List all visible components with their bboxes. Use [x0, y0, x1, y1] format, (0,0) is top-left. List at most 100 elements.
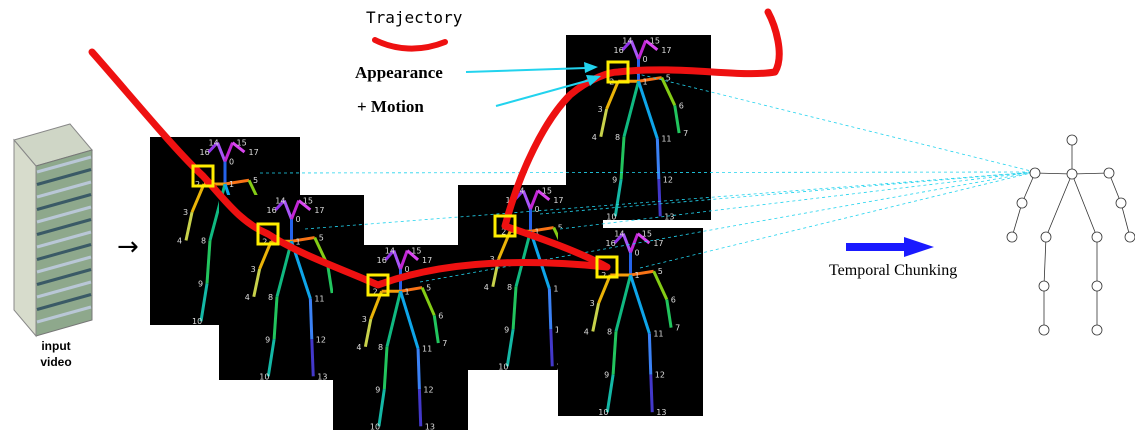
joint-number: 3 [183, 208, 188, 217]
skeleton-node [1066, 168, 1078, 180]
input-arrow-icon: → [117, 232, 139, 262]
joint-number: 10 [259, 372, 269, 381]
skeleton-bone [660, 76, 677, 106]
skeleton-bone [363, 318, 373, 348]
skeleton-bone [647, 333, 653, 375]
joint-number: 9 [375, 385, 380, 394]
joint-number: 1 [635, 271, 640, 280]
skeleton-bone [399, 290, 420, 350]
skeleton-bone [605, 374, 615, 413]
joint-number: 7 [675, 324, 680, 333]
skeleton-bone [505, 329, 515, 367]
skeleton-node [1038, 280, 1050, 292]
skeleton-bone [406, 249, 420, 261]
skeleton-bone [420, 286, 436, 316]
skeleton-bone [308, 298, 314, 340]
skeleton-edge [1071, 173, 1098, 238]
skeleton-node [1091, 231, 1103, 243]
skeleton-bone [521, 190, 532, 210]
joint-number: 0 [643, 55, 648, 64]
joint-number: 6 [438, 311, 443, 320]
joint-number: 9 [504, 325, 509, 334]
skeleton-bone [223, 142, 234, 162]
skeleton-edge [1071, 172, 1110, 175]
skeleton-edge [1120, 202, 1131, 238]
appearance-label: Appearance [355, 63, 443, 82]
motion-label: + Motion [357, 97, 424, 116]
joint-number: 12 [423, 385, 433, 394]
joint-number: 5 [658, 267, 663, 276]
joint-number: 15 [642, 230, 652, 239]
joint-number: 5 [253, 176, 258, 185]
skeleton-bone [432, 315, 440, 344]
skeleton-bone [614, 274, 632, 332]
appearance-arrow [465, 62, 598, 73]
skeleton-bone [673, 105, 681, 134]
video-frame-edge [36, 268, 92, 286]
joint-number: 11 [314, 295, 324, 304]
projection-line [639, 171, 1036, 269]
skeleton-bone [310, 339, 315, 377]
skeleton-bone [275, 240, 293, 298]
joint-number: 10 [192, 317, 202, 326]
joint-number: 13 [656, 408, 666, 417]
input-video-label: input video [20, 338, 92, 370]
skeleton-edge [1045, 173, 1073, 238]
video-frame-edge [36, 305, 92, 324]
projection-line [539, 171, 1036, 215]
joint-number: 17 [422, 256, 432, 265]
skeleton-bone [622, 80, 640, 138]
skeleton-bone [547, 288, 553, 330]
joint-number: 5 [666, 74, 671, 83]
joint-number: 6 [671, 295, 676, 304]
joint-number: 14 [385, 247, 395, 256]
temporal-chunking-arrow [846, 237, 934, 257]
joint-number: 0 [535, 205, 540, 214]
video-frame-edge [36, 168, 92, 186]
joint-number: 8 [615, 133, 620, 142]
joint-number: 13 [664, 212, 674, 221]
joint-number: 1 [405, 287, 410, 296]
joint-box [595, 255, 619, 279]
joint-number: 2 [373, 287, 378, 296]
joint-number: 4 [484, 283, 489, 292]
video-frame-edge [36, 205, 92, 224]
skeleton-bone [629, 40, 640, 60]
joint-number: 10 [498, 362, 508, 371]
skeleton-bone [665, 299, 673, 328]
skeleton-bone [536, 189, 551, 201]
skeleton-bone [272, 296, 279, 340]
skeleton-node [1006, 231, 1018, 243]
skeleton-node [1066, 134, 1078, 146]
trajectory-curve [88, 8, 783, 289]
skeleton-node [1091, 280, 1103, 292]
joint-number: 14 [614, 230, 624, 239]
skeleton-bone [385, 290, 402, 348]
skeleton-bone [511, 286, 518, 330]
joint-number: 16 [614, 46, 624, 55]
joint-number: 14 [622, 37, 632, 46]
joint-number: 1 [535, 227, 540, 236]
skeleton-bone [291, 236, 315, 243]
skeleton-bone [652, 270, 669, 301]
skeleton-node [1091, 324, 1103, 336]
skeleton-bone [638, 76, 662, 83]
skeleton-bone [655, 138, 661, 180]
skeleton-node [1115, 197, 1127, 209]
skeleton-bone [326, 265, 334, 294]
joint-number: 13 [425, 422, 435, 430]
joint-number: 8 [607, 327, 612, 336]
skeleton-bone [611, 331, 618, 375]
joint-number: 7 [442, 339, 447, 348]
joint-number: 17 [249, 148, 259, 157]
joint-number: 3 [251, 265, 256, 274]
joint-number: 9 [612, 175, 617, 184]
skeleton-bone [400, 286, 423, 293]
pose-frames: 0123456789101112131415161701234567891011… [150, 35, 711, 431]
skeleton-bone [597, 274, 612, 304]
projection-line [559, 171, 1036, 230]
video-frame-edge [36, 255, 92, 274]
joint-number: 1 [643, 77, 648, 86]
